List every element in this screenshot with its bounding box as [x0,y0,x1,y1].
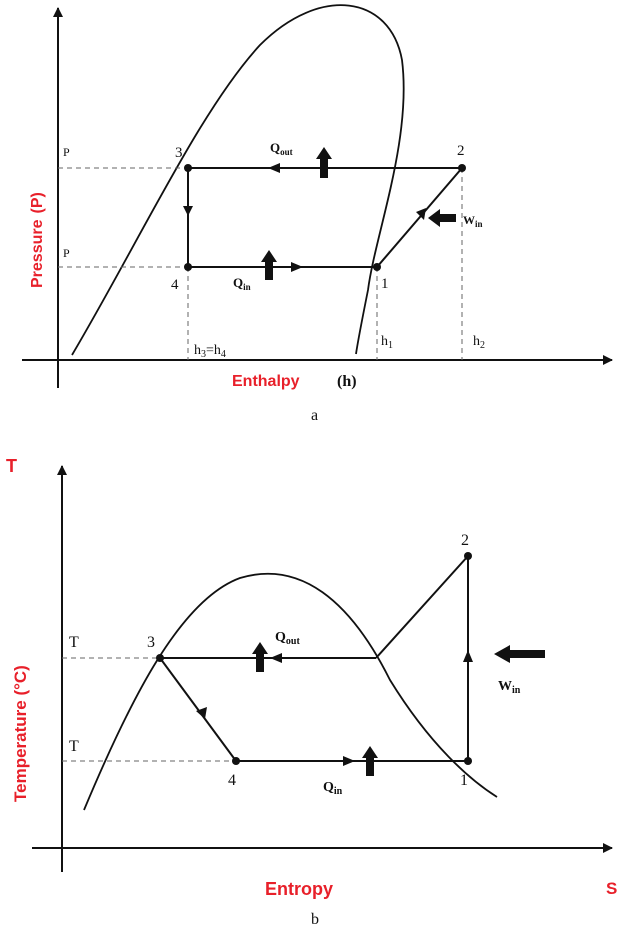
ts-heat-out-label: Qout [275,630,300,647]
ph-cycle [187,167,463,268]
ts-y-axis-title: Temperature (°C) [11,665,30,802]
ph-x-axis-symbol: (h) [337,373,357,390]
ts-point-4-label: 4 [228,772,236,789]
ts-x-axis-title: Entropy [265,879,333,899]
ph-h1-label: h1 [381,334,393,351]
ts-point-4 [232,757,240,765]
ts-dashed-guides [62,657,236,762]
ts-point-2 [464,552,472,560]
ts-arrow-3-to-4 [196,707,207,719]
ph-x-axis-title: Enthalpy [232,373,300,390]
ph-heat-in-arrow-icon [261,250,277,280]
ph-arrow-2-to-3 [268,163,280,173]
ph-dashed-guides [58,167,463,360]
ph-saturation-dome [71,4,405,356]
ts-x-axis-end-label: S [606,879,617,898]
ph-diagram: 3 2 4 1 P P Qout Qin Win h3=h4 h1 h2 Pre… [22,4,613,424]
ph-arrow-3-to-4 [183,206,193,216]
ts-point-2-label: 2 [461,532,469,549]
ph-arrow-1-to-2 [416,208,426,220]
ph-point-3 [184,164,192,172]
ph-point-4 [184,263,192,271]
ts-point-3-label: 3 [147,634,155,651]
ph-work-in-label: Win [463,213,483,229]
ph-arrow-4-to-1 [291,262,303,272]
ph-point-4-label: 4 [171,277,179,293]
ph-heat-in-label: Qin [233,275,251,292]
ph-caption: a [311,407,318,424]
ts-saturation-dome [83,572,498,811]
ph-h2-label: h2 [473,334,485,351]
ph-point-1 [373,263,381,271]
ph-point-3-label: 3 [175,145,183,161]
ts-heat-in-arrow-icon [362,746,378,776]
ts-heat-out-arrow-icon [252,642,268,672]
ts-arrow-1-to-2 [463,650,473,662]
ph-pressure-high-label: P [63,145,70,159]
ph-y-axis-title: Pressure(P) [29,192,46,288]
ph-h3-h4-label: h3=h4 [194,343,226,360]
ts-point-3 [156,654,164,662]
ts-arrow-4-to-1 [343,756,355,766]
ts-point-1-label: 1 [460,772,468,789]
ts-y-axis-top-label: T [6,456,17,476]
ph-point-1-label: 1 [381,276,389,292]
ts-temp-low-label: T [69,738,79,755]
ph-point-2 [458,164,466,172]
ts-work-in-arrow-icon [494,645,545,663]
ts-heat-in-label: Qin [323,780,343,797]
ts-point-1 [464,757,472,765]
ph-heat-out-arrow-icon [316,147,332,178]
ph-pressure-low-label: P [63,246,70,260]
ts-diagram: 2 3 4 1 T T Qout Qin Win T Temperature (… [6,456,617,928]
ts-temp-high-label: T [69,634,79,651]
ph-work-in-arrow-icon [428,209,456,227]
ts-caption: b [311,911,319,928]
ts-arrow-2-to-3 [270,653,282,663]
ph-point-2-label: 2 [457,143,465,159]
ph-heat-out-label: Qout [270,140,293,157]
ts-work-in-label: Win [498,679,521,696]
